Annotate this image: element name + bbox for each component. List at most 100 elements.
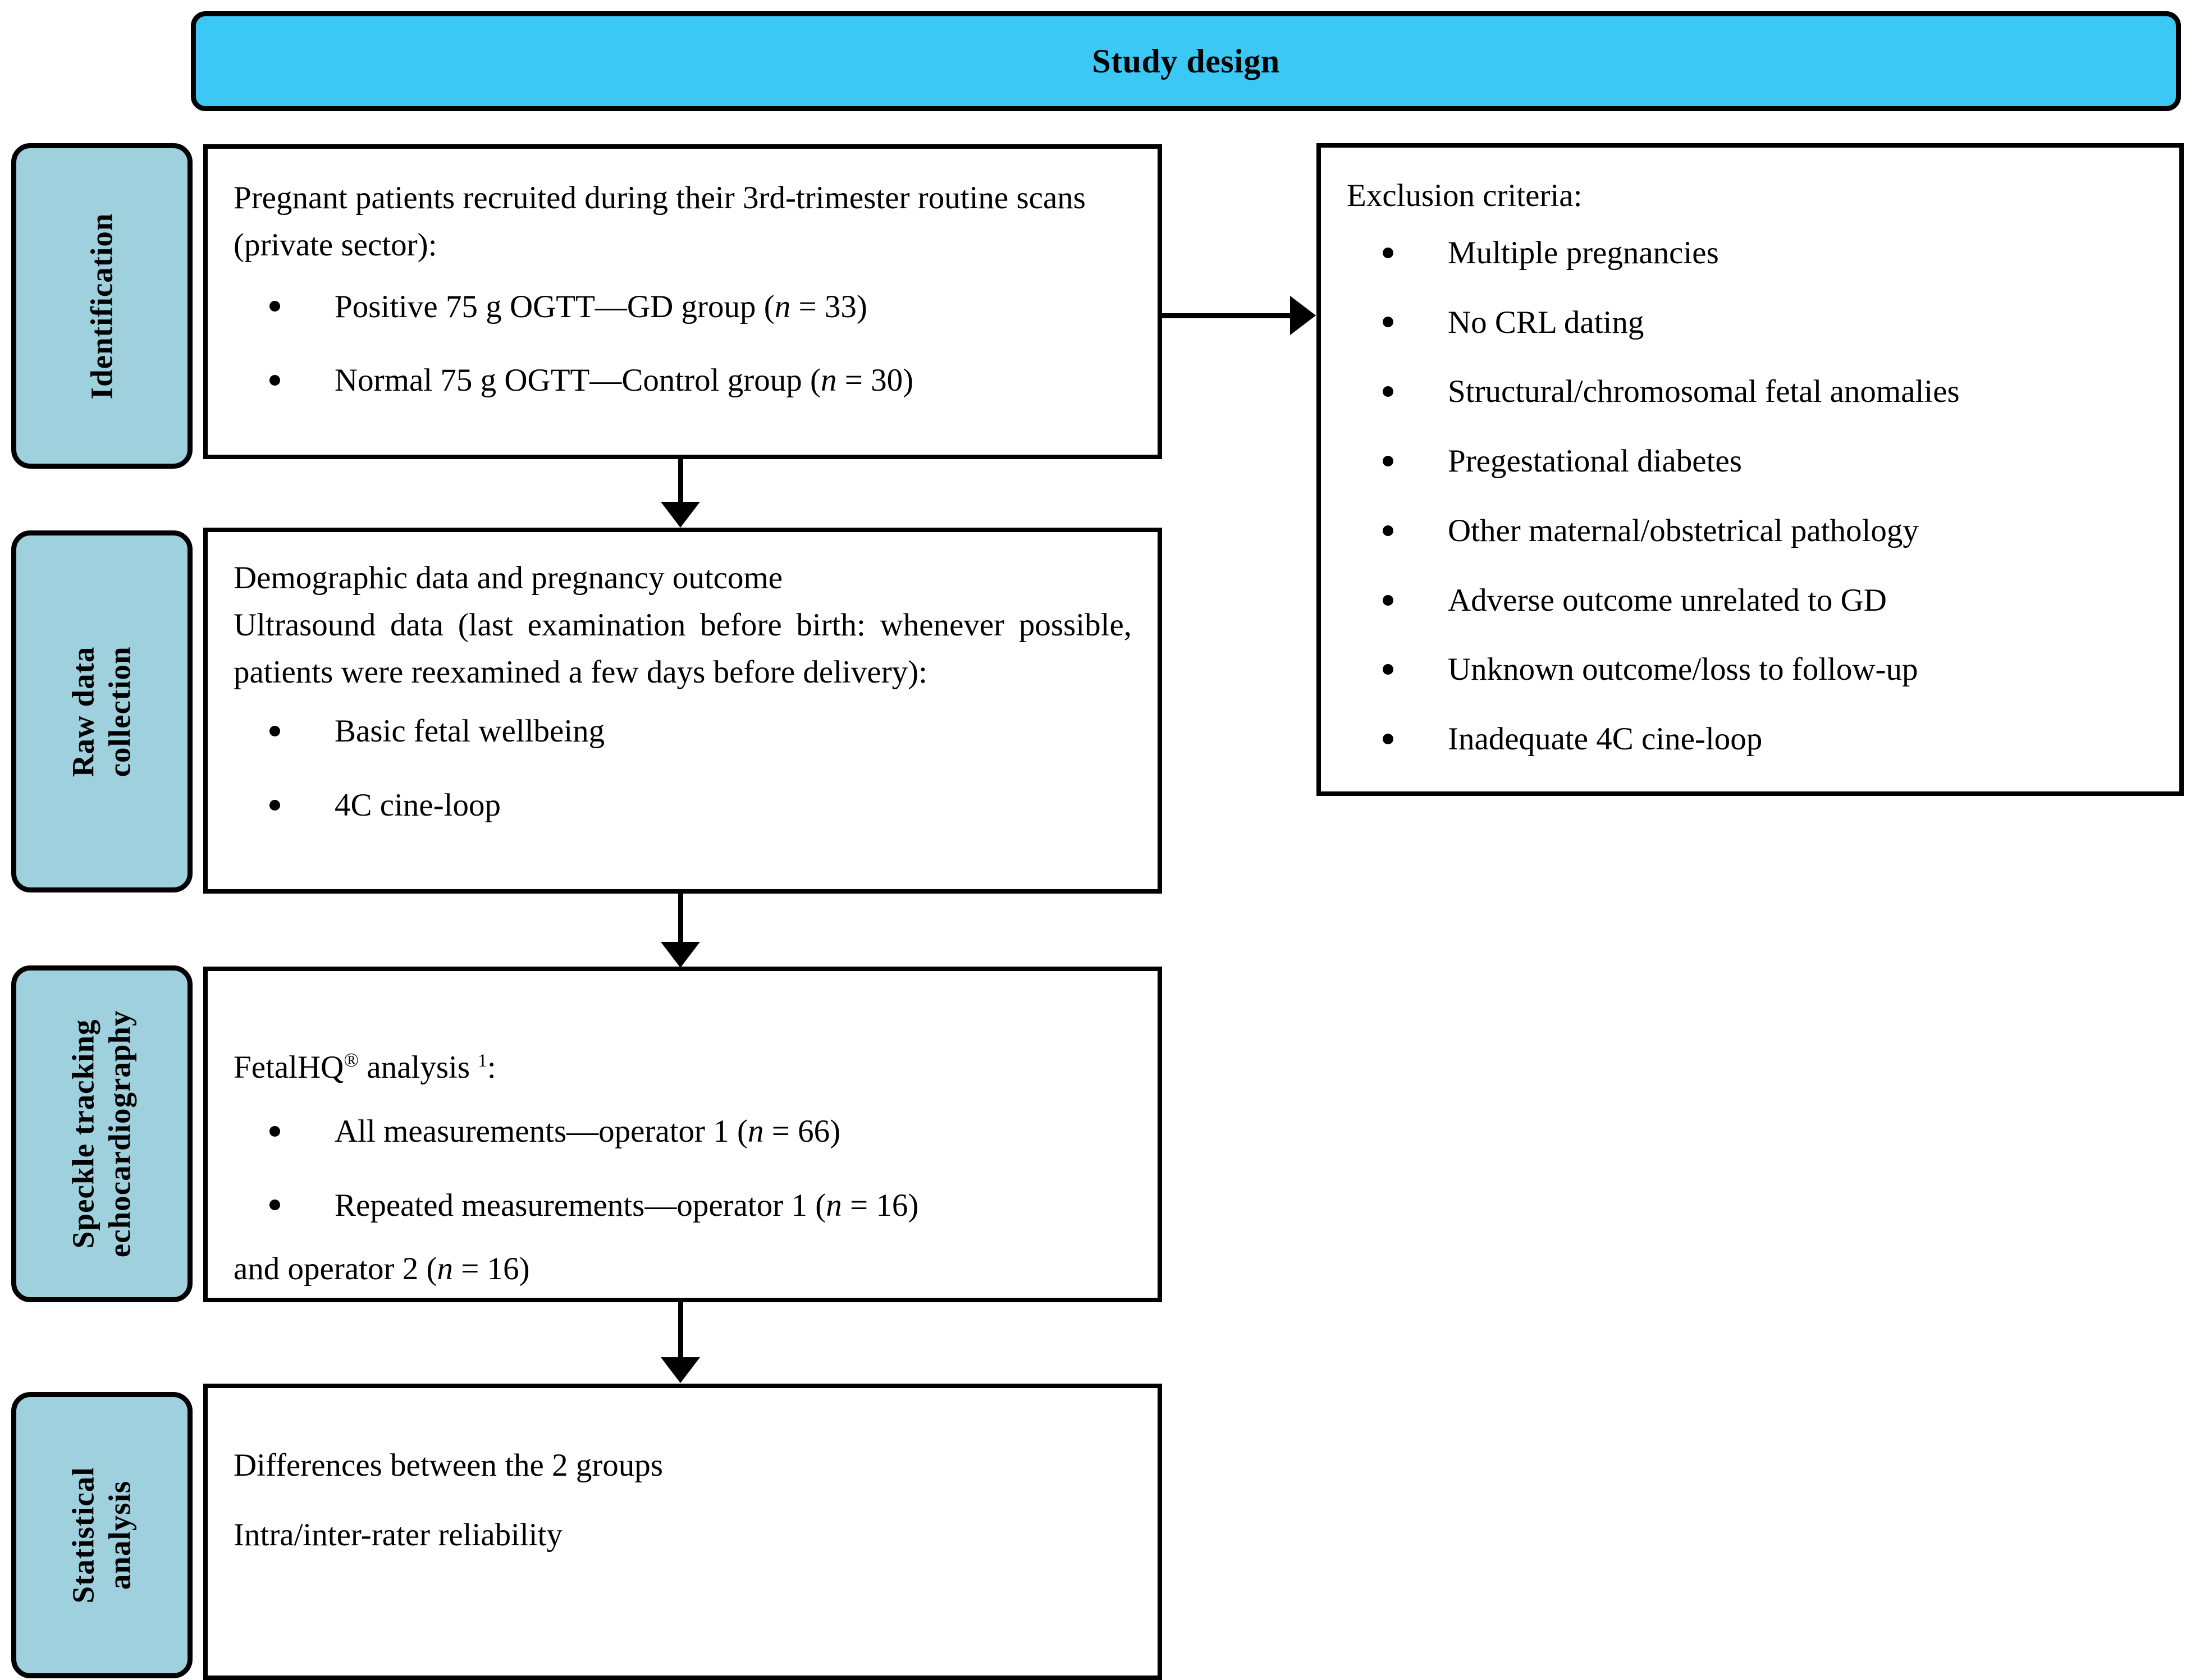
bullet-text-italic: n: [826, 1187, 842, 1223]
speckle-title-pre: FetalHQ: [234, 1050, 344, 1085]
list-item-label: Adverse outcome unrelated to GD: [1448, 582, 1887, 618]
list-item-label: Other maternal/obstetrical pathology: [1448, 512, 1919, 548]
exclusion-criteria-title: Exclusion criteria:: [1347, 178, 1583, 213]
speckle-title: FetalHQ® analysis 1:: [234, 1044, 1132, 1091]
bullet-dot-icon: [269, 375, 280, 386]
list-item: 4C cine-loop: [234, 782, 1132, 829]
exclusion-criteria-box: Exclusion criteria: Multiple pregnancies…: [1316, 143, 2184, 796]
list-item: Pregestational diabetes: [1347, 438, 2153, 485]
list-item: Adverse outcome unrelated to GD: [1347, 577, 2153, 624]
speckle-title-mid: analysis: [359, 1050, 478, 1085]
list-item: Multiple pregnancies: [1347, 230, 2153, 277]
bullet-text-italic: n: [820, 363, 837, 399]
raw-data-bullet-list: Basic fetal wellbeing 4C cine-loop: [234, 708, 1132, 829]
list-item-label: Basic fetal wellbeing: [335, 713, 605, 749]
bullet-dot-icon: [1383, 734, 1393, 745]
trailing-text-pre: and operator 2 (: [234, 1251, 437, 1287]
statistical-analysis-box: Differences between the 2 groups Intra/i…: [203, 1384, 1162, 1680]
bullet-dot-icon: [269, 1200, 280, 1211]
stage-label-line1: Speckle tracking: [66, 1019, 100, 1249]
bullet-dot-icon: [1383, 386, 1393, 397]
stage-tab-raw-data-collection-label: Raw data collection: [66, 646, 139, 777]
stage-label-line2: echocardiography: [102, 1010, 137, 1258]
bullet-dot-icon: [1383, 247, 1393, 258]
list-item: Repeated measurements—operator 1 (n = 16…: [234, 1182, 1132, 1229]
list-item: Structural/chromosomal fetal anomalies: [1347, 368, 2153, 415]
list-item: Basic fetal wellbeing: [234, 708, 1132, 755]
bullet-text-post: = 33): [790, 289, 867, 324]
list-item: Normal 75 g OGTT—Control group (n = 30): [234, 357, 1132, 404]
exclusion-criteria-list: Multiple pregnancies No CRL dating Struc…: [1347, 230, 2153, 763]
list-item-label: Multiple pregnancies: [1448, 235, 1719, 271]
list-item-label: Unknown outcome/loss to follow-up: [1448, 652, 1918, 688]
bullet-text-post: = 66): [763, 1113, 841, 1149]
list-item: Positive 75 g OGTT—GD group (n = 33): [234, 283, 1132, 331]
speckle-tracking-box: FetalHQ® analysis 1: All measurements—op…: [203, 967, 1162, 1302]
bullet-dot-icon: [1383, 456, 1393, 467]
bullet-dot-icon: [1383, 525, 1393, 536]
bullet-text-post: = 16): [842, 1187, 919, 1223]
arrow-identification-to-exclusion: [1162, 296, 1316, 335]
bullet-text-italic: n: [748, 1113, 764, 1149]
bullet-text-pre: Repeated measurements—operator 1 (: [335, 1187, 826, 1223]
arrowhead-down-icon: [661, 502, 700, 528]
stage-tab-speckle-tracking-label: Speckle tracking echocardiography: [66, 1010, 139, 1258]
speckle-title-superscript: 1: [478, 1051, 487, 1071]
page-title: Study design: [1092, 43, 1280, 80]
stage-label-line2: collection: [102, 646, 137, 777]
arrowhead-right-icon: [1290, 296, 1316, 335]
list-item-label: Pregestational diabetes: [1448, 443, 1742, 479]
identification-intro-text: Pregnant patients recruited during their…: [234, 180, 1086, 263]
list-item-label: No CRL dating: [1448, 304, 1644, 340]
stage-tab-raw-data-collection: Raw data collection: [11, 530, 193, 892]
registered-trademark-icon: ®: [344, 1049, 359, 1071]
list-item: Inadequate 4C cine-loop: [1347, 716, 2153, 763]
stage-label-line2: analysis: [102, 1480, 137, 1590]
list-item-label: 4C cine-loop: [335, 788, 501, 823]
arrow-identification-to-raw-data: [661, 459, 700, 528]
arrowhead-down-icon: [661, 942, 700, 968]
bullet-text-pre: All measurements—operator 1 (: [335, 1113, 748, 1149]
list-item: No CRL dating: [1347, 299, 2153, 346]
arrow-speckle-to-statistics: [661, 1302, 700, 1383]
list-item-label: Inadequate 4C cine-loop: [1448, 721, 1763, 757]
stage-tab-identification: Identification: [11, 143, 193, 469]
speckle-bullet-list: All measurements—operator 1 (n = 66) Rep…: [234, 1108, 1132, 1229]
bullet-dot-icon: [269, 301, 280, 312]
bullet-dot-icon: [1383, 317, 1393, 328]
stage-tab-speckle-tracking-echocardiography: Speckle tracking echocardiography: [11, 965, 193, 1302]
stage-tab-statistical-analysis: Statistical analysis: [11, 1392, 193, 1678]
bullet-text-pre: Positive 75 g OGTT—GD group (: [335, 289, 775, 324]
trailing-text-post: = 16): [452, 1251, 530, 1287]
bullet-dot-icon: [1383, 664, 1393, 675]
raw-data-line1: Demographic data and pregnancy outcome: [234, 560, 783, 596]
speckle-trailing-text: and operator 2 (n = 16): [234, 1246, 1132, 1293]
stage-label-line1: Statistical: [66, 1467, 100, 1604]
stage-tab-statistical-analysis-label: Statistical analysis: [66, 1467, 139, 1603]
list-item-label: Structural/chromosomal fetal anomalies: [1448, 374, 1960, 410]
bullet-text-wrapper: Repeated measurements—operator 1 (n = 16…: [335, 1182, 1132, 1229]
bullet-text-post: = 30): [836, 363, 914, 399]
stage-label-line1: Identification: [84, 213, 119, 399]
stage-label-line1: Raw data: [66, 646, 100, 777]
list-item: Unknown outcome/loss to follow-up: [1347, 646, 2153, 693]
bullet-dot-icon: [269, 1125, 280, 1137]
stage-tab-identification-label: Identification: [84, 213, 120, 399]
list-item: Other maternal/obstetrical pathology: [1347, 507, 2153, 555]
list-item: All measurements—operator 1 (n = 66): [234, 1108, 1132, 1155]
arrowhead-down-icon: [661, 1357, 700, 1383]
raw-data-line2: Ultrasound data (last examination before…: [234, 607, 1132, 690]
statistics-line1: Differences between the 2 groups: [234, 1448, 663, 1483]
identification-box: Pregnant patients recruited during their…: [203, 144, 1162, 459]
trailing-text-italic: n: [437, 1251, 453, 1287]
bullet-dot-icon: [269, 726, 280, 737]
speckle-title-post: :: [487, 1050, 496, 1085]
study-design-header: Study design: [191, 11, 2181, 111]
raw-data-collection-box: Demographic data and pregnancy outcome U…: [203, 528, 1162, 894]
bullet-text-italic: n: [774, 289, 791, 324]
bullet-dot-icon: [269, 800, 280, 811]
arrow-raw-data-to-speckle: [661, 894, 700, 968]
bullet-text-pre: Normal 75 g OGTT—Control group (: [335, 363, 821, 399]
bullet-dot-icon: [1383, 594, 1393, 606]
